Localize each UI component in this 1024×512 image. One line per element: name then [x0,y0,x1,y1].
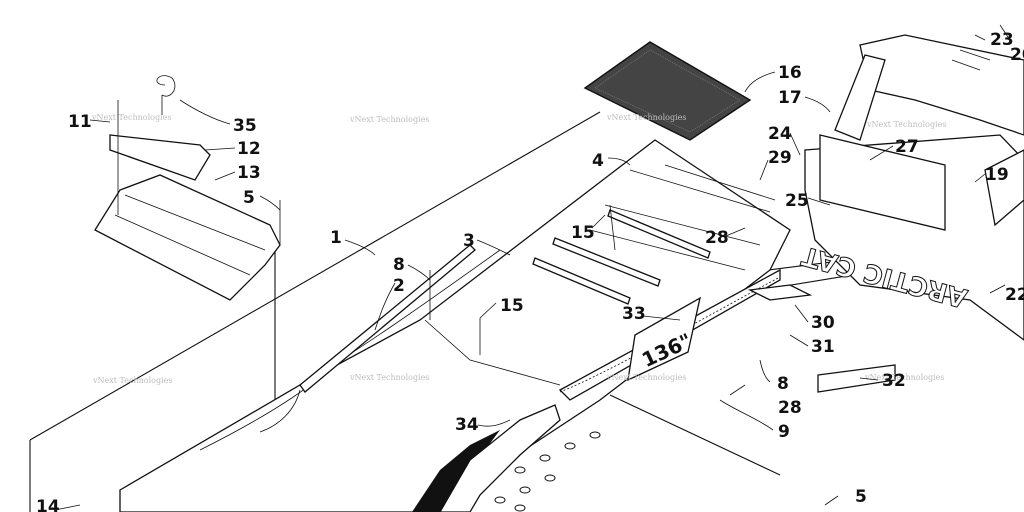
callout-8a: 8 [393,255,405,275]
svg-text:vNext Technologies: vNext Technologies [866,120,946,129]
callout-25: 25 [785,191,809,211]
callout-34: 34 [455,415,479,435]
tunnel-assembly: 136" [119,139,791,512]
callout-15a: 15 [571,223,595,243]
svg-text:vNext Technologies: vNext Technologies [349,373,429,382]
callout-29: 29 [768,148,792,168]
callout-15b: 15 [500,296,524,316]
svg-text:vNext Technologies: vNext Technologies [606,373,686,382]
callout-19: 19 [985,165,1009,185]
callout-33: 33 [622,304,646,324]
callout-9: 9 [778,422,790,442]
tunnel-holes [494,431,601,512]
callout-30: 30 [811,313,835,333]
callout-11: 11 [68,112,92,132]
callout-32: 32 [882,371,906,391]
svg-text:vNext Technologies: vNext Technologies [606,113,686,122]
callout-4: 4 [592,151,604,171]
svg-text:vNext Technologies: vNext Technologies [92,376,172,385]
callout-31: 31 [811,337,835,357]
callout-12: 12 [237,139,261,159]
callout-3: 3 [463,231,475,251]
heat-shield-group [94,75,616,355]
callout-27: 27 [895,137,919,157]
callout-28a: 28 [705,228,729,248]
svg-text:vNext Technologies: vNext Technologies [349,115,429,124]
traction-mat [583,41,752,141]
callout-20: 20 [1010,45,1024,65]
callout-35: 35 [233,116,257,136]
watermarks: vNext Technologies vNext Technologies vN… [91,113,946,385]
svg-text:vNext Technologies: vNext Technologies [91,113,171,122]
callout-2: 2 [393,276,405,296]
tunnel-decal [627,296,701,382]
callout-22: 22 [1005,285,1024,305]
callout-5b: 5 [855,487,867,507]
callout-28b: 28 [778,398,802,418]
callout-8b: 8 [777,374,789,394]
callout-1: 1 [330,228,342,248]
callout-17: 17 [778,88,802,108]
callout-13: 13 [237,163,261,183]
callout-16: 16 [778,63,802,83]
callout-labels: 1 2 3 4 5 5 8 8 9 11 12 13 14 15 15 16 1… [36,30,1024,512]
svg-text:vNext Technologies: vNext Technologies [864,373,944,382]
callout-23: 23 [990,30,1014,50]
callout-24: 24 [768,124,792,144]
callout-5a: 5 [243,188,255,208]
leader-lines [54,24,1011,511]
callout-14: 14 [36,497,60,512]
